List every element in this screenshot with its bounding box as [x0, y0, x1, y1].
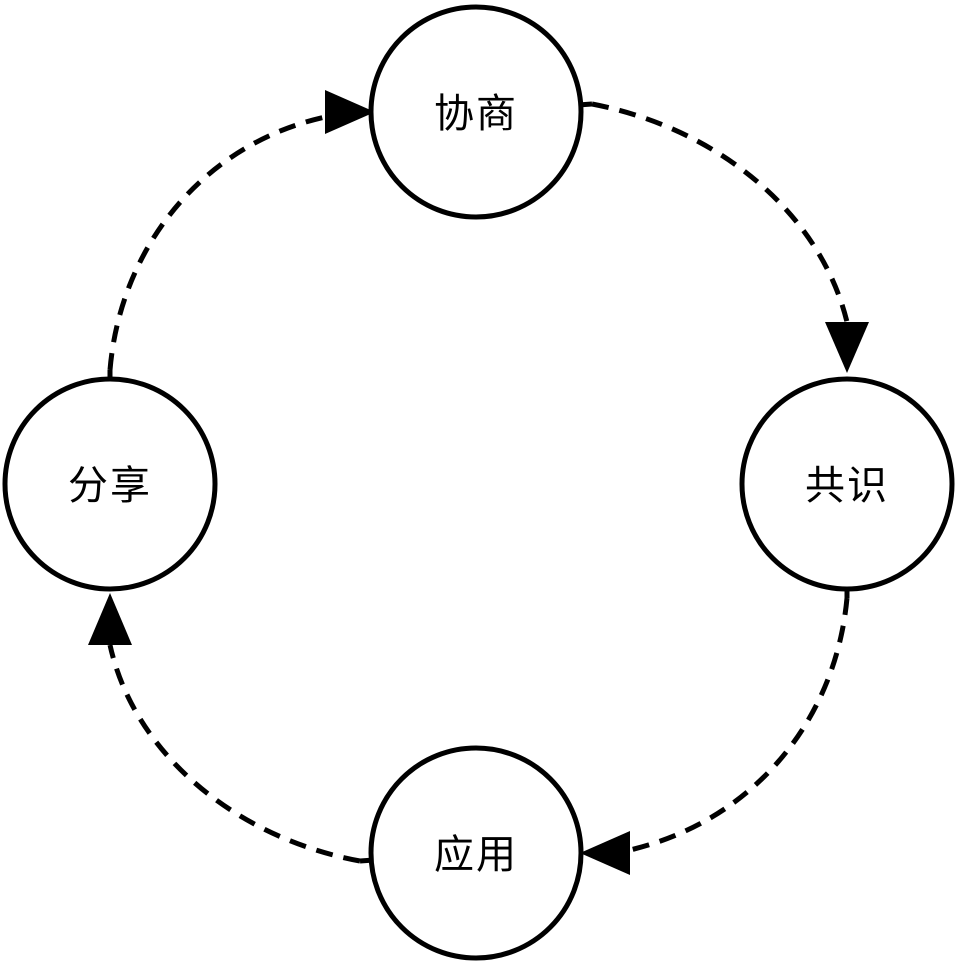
node-application-circle[interactable] [368, 745, 584, 961]
edge-consensus-to-application [580, 585, 850, 875]
node-consensus-circle[interactable] [739, 376, 955, 592]
node-sharing[interactable]: 分享 [2, 376, 218, 592]
node-sharing-label: 分享 [68, 463, 152, 509]
edge-consensus-to-application-line [629, 597, 850, 853]
edge-sharing-to-negotiation-line [107, 114, 326, 371]
node-consensus[interactable]: 共识 [739, 376, 955, 592]
edge-negotiation-to-consensus-line [591, 101, 850, 323]
node-consensus-label: 共识 [805, 463, 889, 509]
node-application[interactable]: 应用 [368, 745, 584, 961]
arrow-head-into-negotiation [325, 90, 375, 134]
node-negotiation-circle[interactable] [368, 4, 584, 220]
arrow-head-into-sharing [88, 593, 132, 645]
edge-application-to-sharing-line [107, 644, 361, 864]
arrow-head-into-application [580, 831, 630, 875]
node-sharing-circle[interactable] [2, 376, 218, 592]
node-negotiation[interactable]: 协商 [368, 4, 584, 220]
edge-application-to-sharing [88, 593, 375, 864]
arrow-head-into-consensus [825, 322, 869, 373]
node-negotiation-label: 协商 [434, 91, 518, 137]
edge-negotiation-to-consensus [577, 101, 869, 373]
node-application-label: 应用 [434, 832, 518, 878]
edge-sharing-to-negotiation [107, 90, 375, 383]
